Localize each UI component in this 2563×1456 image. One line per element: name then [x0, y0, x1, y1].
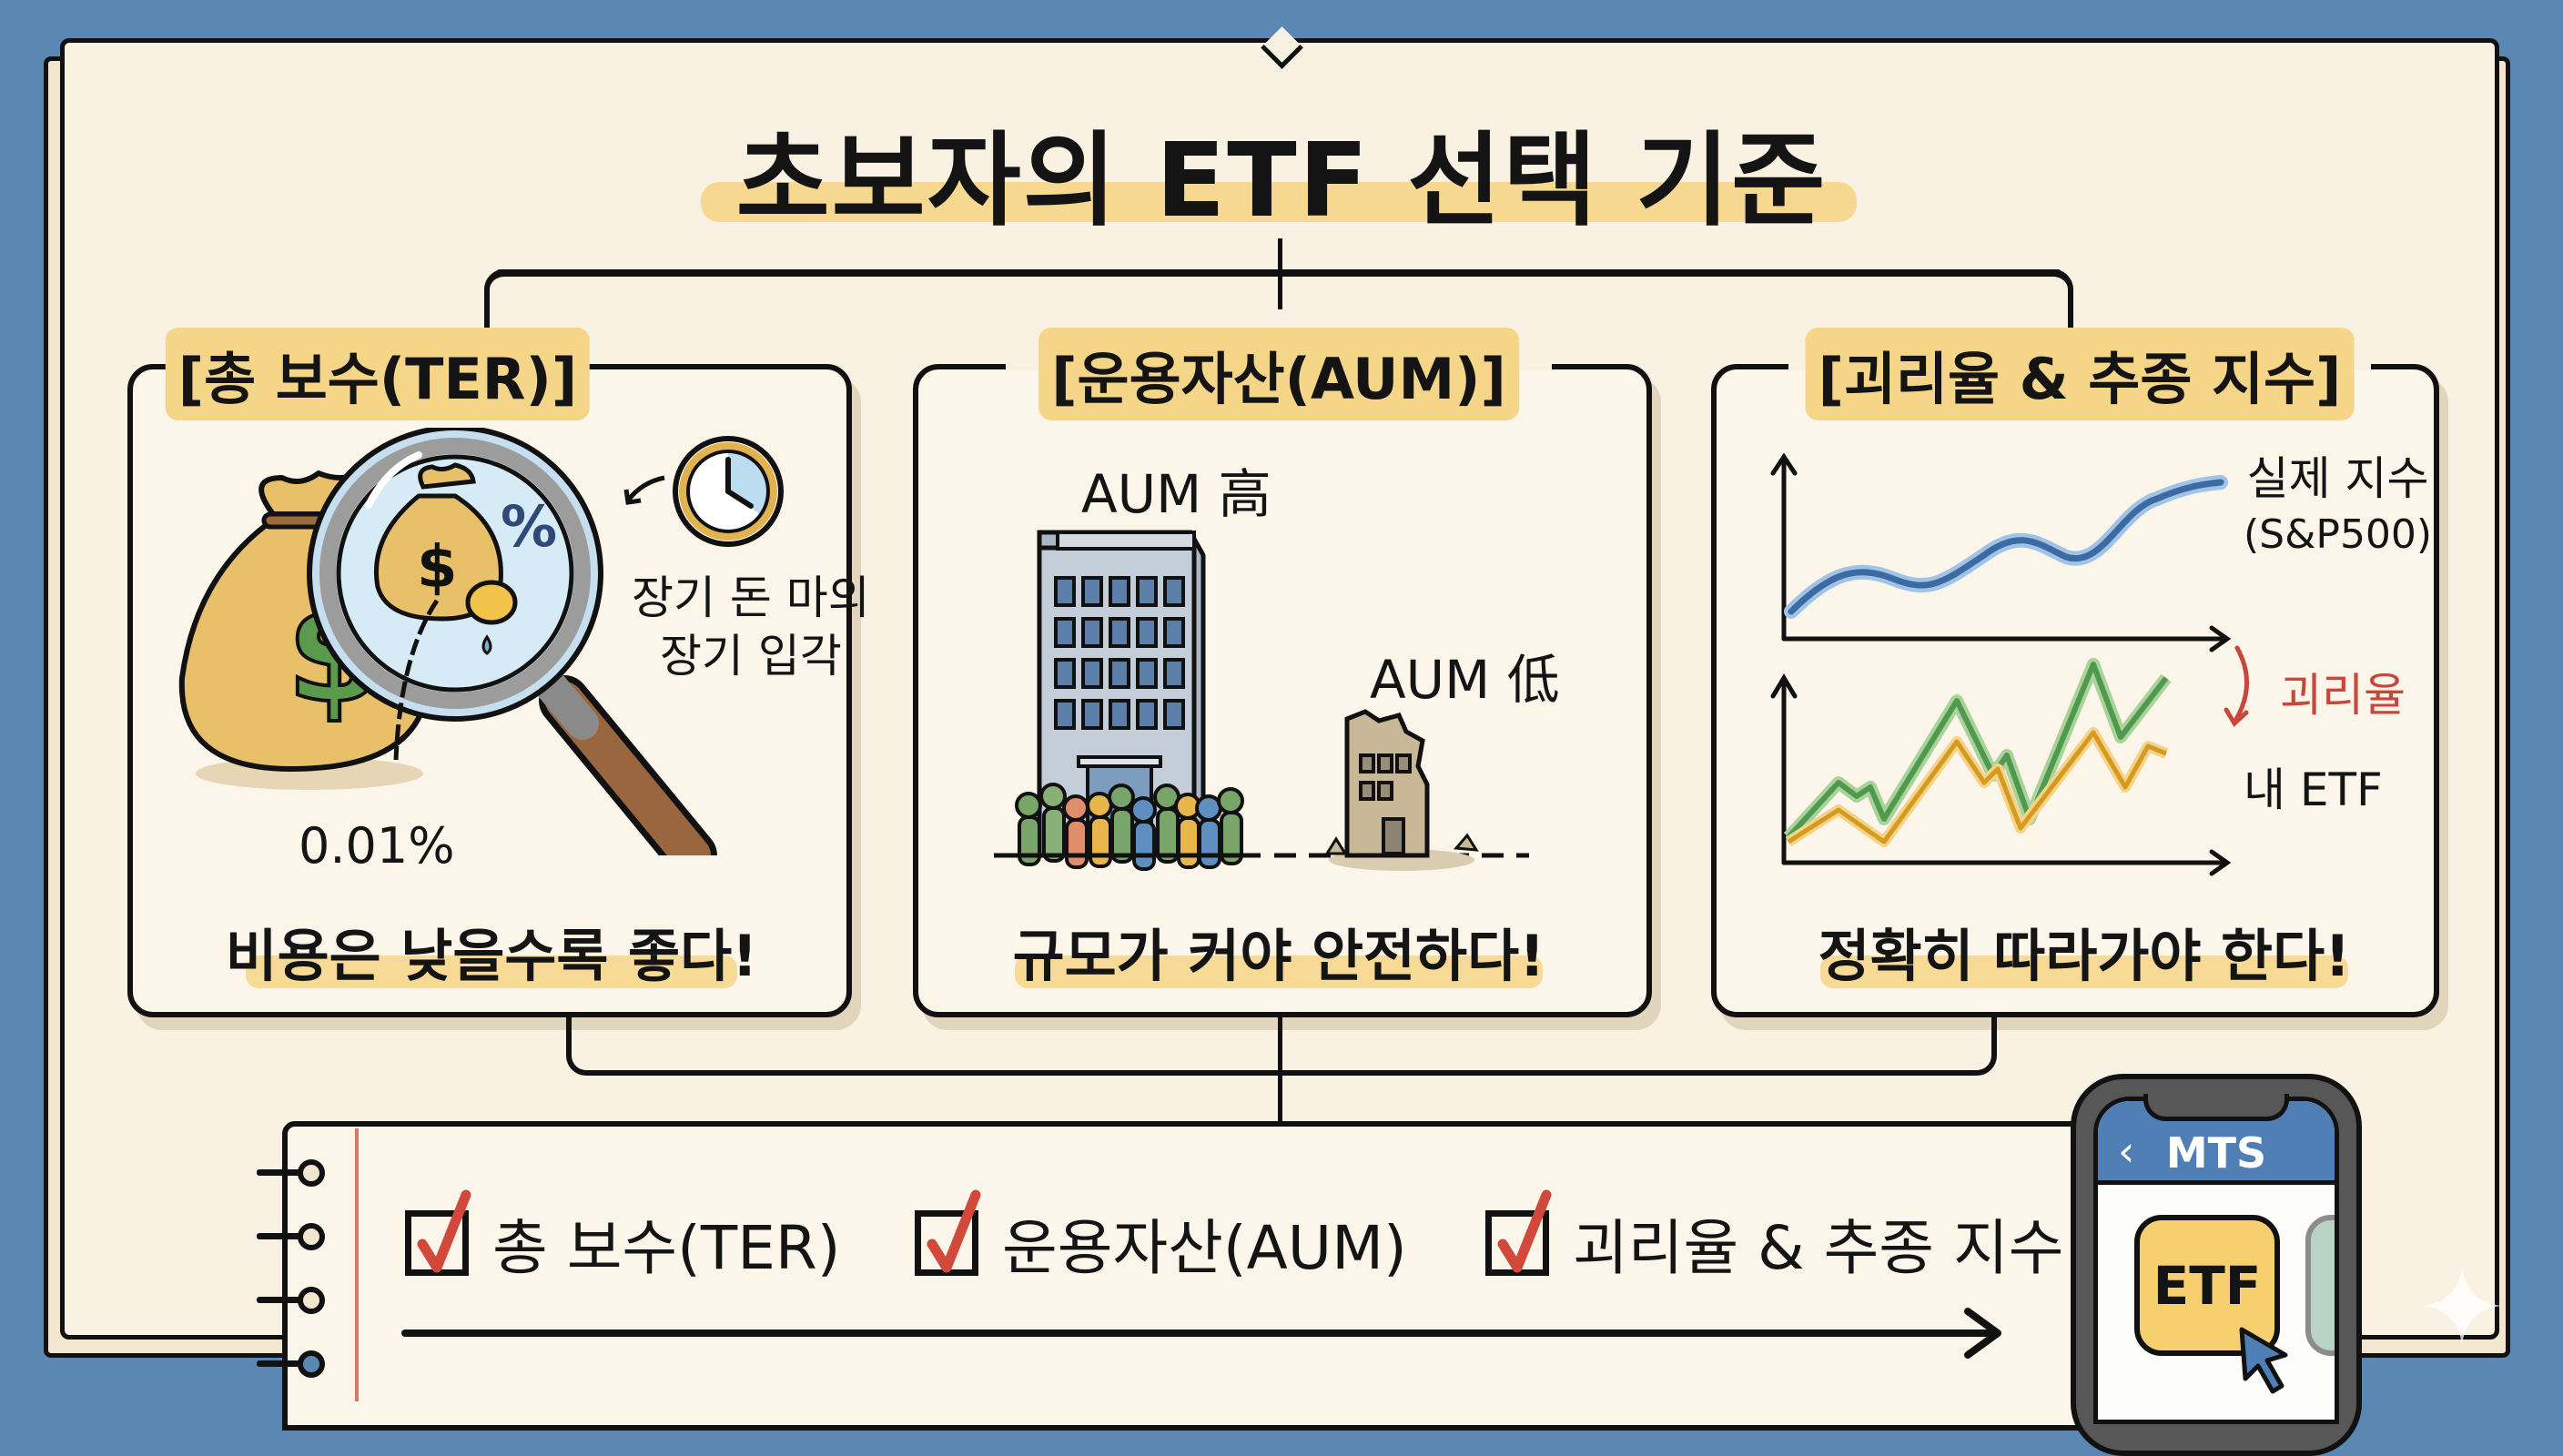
curved-arrow-icon — [626, 475, 665, 502]
etf-chart-axes — [1770, 673, 2232, 876]
crumbling-building-icon — [1324, 709, 1479, 871]
etf-button[interactable]: ETF — [2134, 1215, 2280, 1356]
panel-label-aum: [운용자산(AUM)] — [1038, 328, 1519, 420]
checkbox[interactable] — [405, 1189, 471, 1276]
svg-text:$: $ — [417, 534, 458, 602]
index-label-line1: 실제 지수 — [2246, 452, 2429, 505]
checklist-item-label: 괴리율 & 추종 지수 — [1573, 1213, 2064, 1283]
ring-bar — [257, 1360, 302, 1367]
panel-label-ter: [총 보수(TER)] — [165, 328, 591, 420]
etf-button-label: ETF — [2153, 1254, 2262, 1317]
checkbox[interactable] — [1485, 1189, 1552, 1276]
checklist-item-ter[interactable]: 총 보수(TER) — [405, 1189, 841, 1287]
spiral-ring-icon — [298, 1287, 325, 1314]
index-label-line2: (S&P500) — [2244, 511, 2433, 558]
connector-right-drop — [2050, 269, 2073, 328]
index-line-green — [1786, 662, 2169, 840]
clock-note: 장기 돈 마의 장기 입각 — [632, 569, 870, 685]
mouse-cursor-icon — [2239, 1327, 2288, 1394]
checkmark-icon — [1497, 1189, 1552, 1273]
aum-illustration — [994, 530, 1529, 871]
caption-highlight — [1015, 956, 1543, 988]
checkbox[interactable] — [915, 1189, 981, 1276]
index-line — [1788, 479, 2224, 615]
ring-bar — [257, 1169, 302, 1176]
checklist-item-aum[interactable]: 운용자산(AUM) — [915, 1189, 1407, 1287]
connector-bar-top — [496, 269, 2062, 277]
checklist-item-label: 총 보수(TER) — [492, 1213, 841, 1283]
page-title: 초보자의 ETF 선택 기준 — [735, 122, 1828, 240]
mts-title: MTS — [2165, 1128, 2267, 1178]
ter-illustration: $ $ % — [178, 428, 784, 855]
gap-arrow-icon — [2233, 645, 2249, 723]
checklist-notepad — [282, 1121, 2102, 1431]
title-highlight — [701, 182, 1857, 222]
phone-notch — [2143, 1094, 2289, 1121]
caption-highlight — [1820, 956, 2348, 988]
panel-caption-ter: 비용은 낮을수록 좋다! — [225, 923, 758, 989]
aum-low-label: AUM 低 — [1370, 649, 1560, 711]
connector-stem-bottom — [1278, 1017, 1282, 1125]
panel-aum — [913, 364, 1652, 1017]
panel-caption-aum: 규모가 커야 안전하다! — [1012, 923, 1545, 989]
panel-label-tracking: [괴리율 & 추종 지수] — [1805, 328, 2355, 420]
coin-icon — [465, 580, 518, 625]
secondary-app-button[interactable] — [2305, 1215, 2335, 1356]
gap-label: 괴리율 — [2280, 669, 2406, 722]
checklist-item-tracking[interactable]: 괴리율 & 추종 지수 — [1485, 1189, 2064, 1287]
panel-caption-tracking: 정확히 따라가야 한다! — [1818, 923, 2351, 989]
phone-screen: ‹ MTS ETF — [2093, 1097, 2339, 1424]
index-label: 실제 지수 (S&P500) — [2244, 450, 2432, 563]
progress-arrow-icon — [401, 1308, 2001, 1359]
mts-app-header: ‹ MTS — [2098, 1101, 2335, 1185]
clock-note-line2: 장기 입각 — [659, 630, 842, 682]
checkmark-icon — [417, 1189, 471, 1273]
clock-icon — [673, 436, 784, 547]
checkmark-icon — [927, 1189, 981, 1273]
spiral-ring-icon — [298, 1159, 325, 1187]
connector-left-drop — [484, 269, 508, 328]
checklist-item-label: 운용자산(AUM) — [1002, 1213, 1407, 1283]
ring-bar — [257, 1297, 302, 1303]
fee-value: 0.01% — [299, 817, 455, 875]
etf-label: 내 ETF — [2244, 763, 2383, 816]
notepad-margin-line — [355, 1128, 359, 1401]
sparkle-icon — [2423, 1267, 2501, 1345]
aum-high-label: AUM 高 — [1081, 463, 1271, 525]
magnifying-glass-icon: $ % — [307, 428, 717, 855]
back-chevron-icon[interactable]: ‹ — [2118, 1127, 2135, 1176]
caption-highlight — [246, 956, 737, 988]
index-chart-axes — [1770, 452, 2232, 652]
tracking-charts — [1770, 452, 2249, 876]
spiral-ring-icon — [298, 1350, 325, 1378]
ring-bar — [257, 1233, 302, 1239]
panel-tracking — [1711, 364, 2439, 1017]
clock-note-line1: 장기 돈 마의 — [632, 571, 870, 624]
spiral-ring-icon — [298, 1223, 325, 1250]
percent-icon: % — [501, 493, 557, 560]
etf-line — [1787, 730, 2167, 844]
